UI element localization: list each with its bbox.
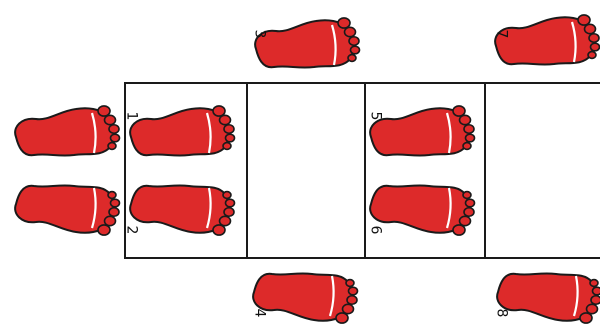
step-number-1: 1 xyxy=(124,112,138,121)
step-number-8: 8 xyxy=(494,309,508,318)
footprint-step-7 xyxy=(495,15,599,65)
footprint-step-1 xyxy=(130,106,234,156)
footprint-outside-left-bottom xyxy=(15,185,119,235)
footprint-step-2 xyxy=(130,185,234,235)
step-number-2: 2 xyxy=(124,226,138,235)
footprint-step-5 xyxy=(370,106,474,156)
step-number-3: 3 xyxy=(252,30,266,39)
footprint-step-4 xyxy=(253,273,357,323)
footprint-step-3 xyxy=(255,18,359,68)
step-number-4: 4 xyxy=(252,309,266,318)
step-number-5: 5 xyxy=(368,112,382,121)
footprint-step-6 xyxy=(370,185,474,235)
step-number-6: 6 xyxy=(368,226,382,235)
footprint-outside-left-top xyxy=(15,106,119,156)
step-number-7: 7 xyxy=(494,30,508,39)
footprint-step-8 xyxy=(497,273,600,323)
